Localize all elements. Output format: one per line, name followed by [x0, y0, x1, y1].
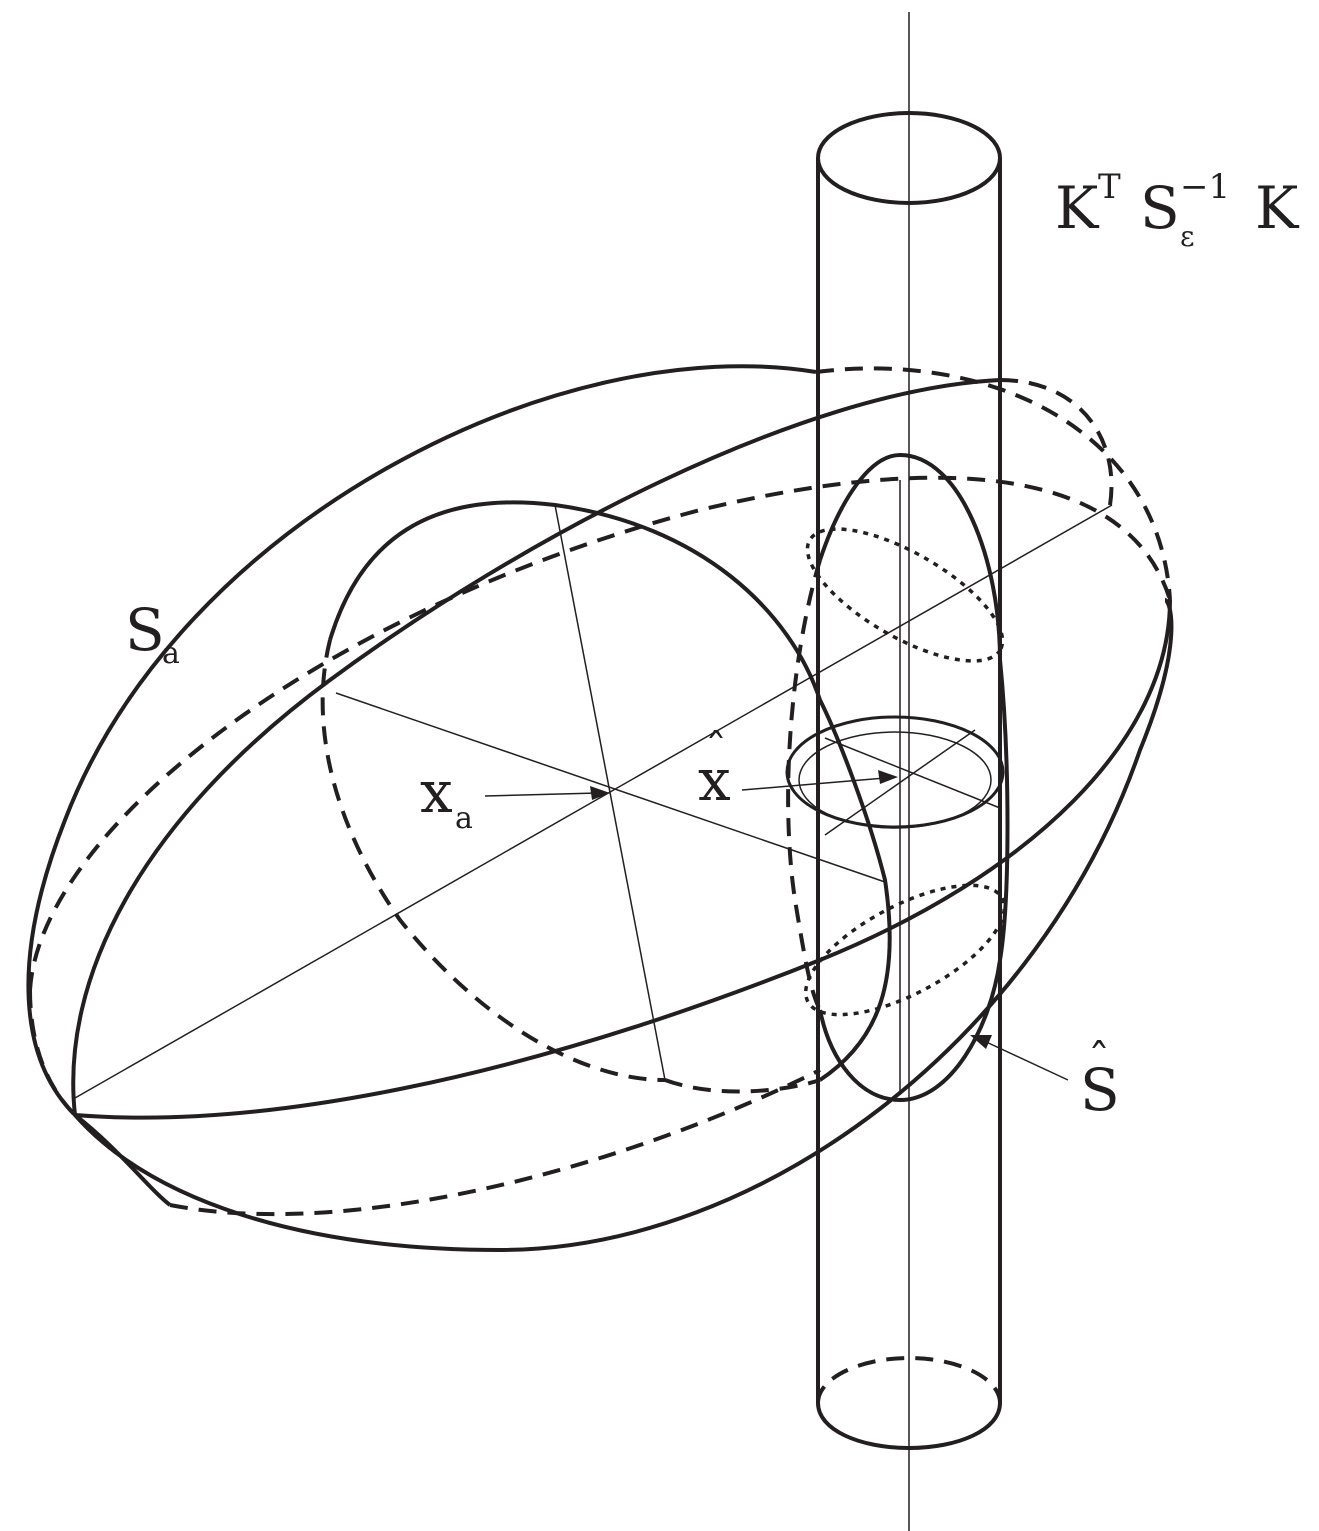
ellipsoid-silhouette-back — [815, 366, 1172, 601]
section-ellipse-right — [818, 699, 892, 1082]
label-estimate-x: x — [698, 746, 731, 814]
label-posterior-cov-s: S — [1080, 1056, 1120, 1124]
arrow-xhat-shaft — [741, 777, 886, 791]
axis-short — [554, 504, 666, 1081]
section-ellipse-left — [320, 639, 666, 1082]
ellipsoid-belt-back — [28, 475, 1172, 991]
posterior-outline-right — [818, 659, 1010, 1103]
arrow-xhat-head — [878, 770, 898, 784]
label-estimate-hat: ˆ — [705, 725, 727, 776]
principal-axes — [74, 504, 1113, 1099]
arrows — [484, 770, 1069, 1081]
label-posterior-cov: ˆ S — [1080, 1035, 1120, 1124]
label-constraint-sup-t: T — [1098, 167, 1121, 207]
constraint-cylinder — [816, 111, 1002, 1451]
label-posterior-cov-hat: ˆ — [1088, 1035, 1110, 1086]
label-prior-cov: S a — [125, 596, 180, 671]
label-prior-state: x a — [420, 758, 473, 836]
label-prior-cov-sub: a — [162, 636, 180, 671]
intersection-ellipse — [785, 715, 1005, 829]
ellipsoid-silhouette-front — [26, 364, 1174, 1253]
prior-ellipsoid — [26, 364, 1174, 1253]
section-ellipse-front — [328, 500, 822, 701]
arrow-xa-shaft — [484, 792, 599, 797]
ellipsoid-belt-top-back — [999, 378, 1114, 506]
arrow-shat-head — [970, 1035, 992, 1049]
label-constraint-k2: K — [1255, 174, 1300, 242]
label-prior-state-sub: a — [455, 801, 473, 836]
label-constraint-s: S — [1140, 174, 1180, 242]
cylinder-bottom-front — [816, 1402, 1002, 1451]
label-prior-cov-s: S — [125, 596, 165, 664]
posterior-lower-dotted — [803, 883, 1007, 1017]
label-constraint-sub: ε — [1180, 220, 1195, 253]
label-constraint: K T S ε −1 K — [1055, 167, 1300, 253]
end-cap-left — [73, 1113, 172, 1207]
ellipsoid-belt-top — [71, 378, 1001, 1116]
ellipsoid-belt-lower — [74, 599, 1172, 1120]
estimate-axis-b — [824, 729, 976, 836]
axis-middle — [335, 692, 886, 883]
section-ellipse-bottom — [664, 1078, 821, 1094]
end-cap-left-dash — [28, 989, 77, 1117]
label-constraint-sup-inv: −1 — [1180, 167, 1230, 207]
label-estimate: ˆ x — [698, 725, 731, 814]
ellipsoid-belt-back-low — [169, 1068, 821, 1217]
arrow-shat-shaft — [981, 1039, 1069, 1081]
label-constraint-k1: K — [1055, 174, 1100, 242]
posterior-outline-solid — [818, 452, 1002, 661]
intersection-ellipse-outer — [785, 715, 1005, 829]
arrow-xa-head — [590, 786, 610, 800]
label-prior-state-x: x — [420, 758, 453, 826]
posterior-ellipsoid — [786, 452, 1010, 1103]
axis-long — [74, 504, 1113, 1099]
posterior-upper-dotted — [805, 527, 1005, 663]
intersection-ellipse-inner — [798, 731, 992, 829]
